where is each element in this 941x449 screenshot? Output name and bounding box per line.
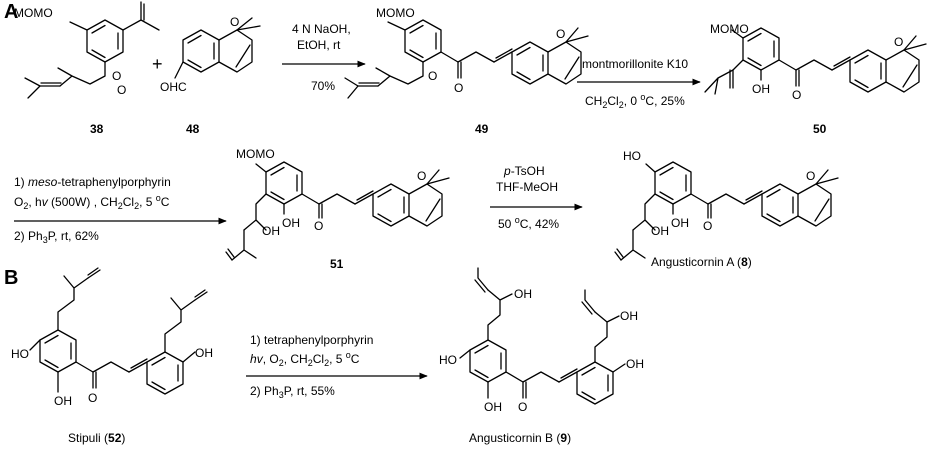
- panel-label-a: A: [4, 1, 18, 23]
- atom-o-49a: O: [428, 69, 437, 83]
- plus-sign: +: [152, 54, 163, 74]
- structure-49: [344, 19, 589, 99]
- atom-ohc-48: OHC: [160, 80, 187, 94]
- structure-50: [704, 27, 927, 95]
- atom-oh-50: OH: [752, 82, 770, 96]
- structure-38: [24, 1, 160, 99]
- atom-oh-angB-b: OH: [484, 400, 502, 414]
- step1-reagent-line1: 4 N NaOH,: [292, 22, 351, 36]
- structure-48: [174, 17, 261, 79]
- atom-o-50b: O: [894, 35, 903, 49]
- compound-name-angusticornin-a: Angusticornin A (8): [651, 255, 752, 269]
- structure-angusticornin-b: [459, 267, 626, 405]
- compound-name-angusticornin-b: Angusticornin B (9): [469, 431, 571, 445]
- atom-oh-angB-c: OH: [620, 309, 638, 323]
- atom-o-51b: O: [417, 169, 426, 183]
- atom-oh-52b: OH: [195, 346, 213, 360]
- step5-reagent-line2: hv, O2, CH2Cl2, 5 oC: [250, 350, 360, 368]
- atom-o-38a: O: [112, 69, 121, 83]
- compound-number-38: 38: [90, 122, 104, 136]
- atom-o-49b: O: [454, 81, 463, 95]
- step1-yield: 70%: [311, 79, 335, 93]
- atom-ho-angA: HO: [623, 149, 641, 163]
- structure-angusticornin-a: [614, 161, 839, 261]
- step3-reagent-line1: 1) meso-tetraphenylporphyrin: [14, 175, 171, 189]
- atom-o-angB: O: [518, 400, 527, 414]
- step4-reagent-line1: p-TsOH: [503, 164, 545, 178]
- step3-reagent-line2: O2, hv (500W) , CH2Cl2, 5 oC: [14, 193, 170, 211]
- atom-o-51a: O: [314, 219, 323, 233]
- atom-oh-52a: OH: [54, 394, 72, 408]
- compound-number-49: 49: [475, 122, 489, 136]
- atom-oh-51b: OH: [282, 216, 300, 230]
- atom-oh-angB-d: OH: [626, 357, 644, 371]
- atom-o-50a: O: [792, 88, 801, 102]
- atom-o-angA-b: O: [806, 169, 815, 183]
- step2-solvent-temp-yield: CH2Cl2, 0 oC, 25%: [585, 92, 685, 110]
- compound-name-stipuli: Stipuli (52): [68, 431, 125, 445]
- atom-momo-51: MOMO: [236, 147, 275, 161]
- atom-o-angA-a: O: [703, 219, 712, 233]
- atom-o-48: O: [230, 15, 239, 29]
- atom-o-38b: O: [117, 83, 126, 97]
- atom-oh-angB-a: OH: [514, 287, 532, 301]
- structure-stipuli-52: [29, 267, 208, 395]
- step2-reagent-line1: montmorillonite K10: [582, 57, 688, 71]
- compound-number-48: 48: [186, 122, 200, 136]
- atom-momo-49: MOMO: [376, 6, 415, 20]
- atom-oh-angA-b: OH: [671, 216, 689, 230]
- atom-ho-52: HO: [11, 347, 29, 361]
- step5-reagent-line1: 1) tetraphenylporphyrin: [250, 333, 373, 347]
- step4-temp-yield: 50 oC, 42%: [498, 215, 559, 231]
- atom-o-52: O: [88, 391, 97, 405]
- step4-reagent-line2: THF-MeOH: [496, 180, 558, 194]
- atom-o-49c: O: [556, 27, 565, 41]
- step1-reagent-line2: EtOH, rt: [297, 38, 341, 52]
- step3-reagent-line3: 2) Ph3P, rt, 62%: [14, 229, 99, 245]
- atom-oh-51a: OH: [262, 224, 280, 238]
- step5-reagent-line3: 2) Ph3P, rt, 55%: [250, 384, 335, 400]
- panel-label-b: B: [4, 267, 18, 289]
- compound-number-51: 51: [330, 257, 344, 271]
- atom-oh-angA-a: OH: [651, 224, 669, 238]
- atom-momo-38: MOMO: [14, 6, 53, 20]
- compound-number-50: 50: [813, 122, 827, 136]
- atom-momo-50: MOMO: [710, 22, 749, 36]
- structure-51: [225, 161, 450, 261]
- atom-ho-angB: HO: [439, 353, 457, 367]
